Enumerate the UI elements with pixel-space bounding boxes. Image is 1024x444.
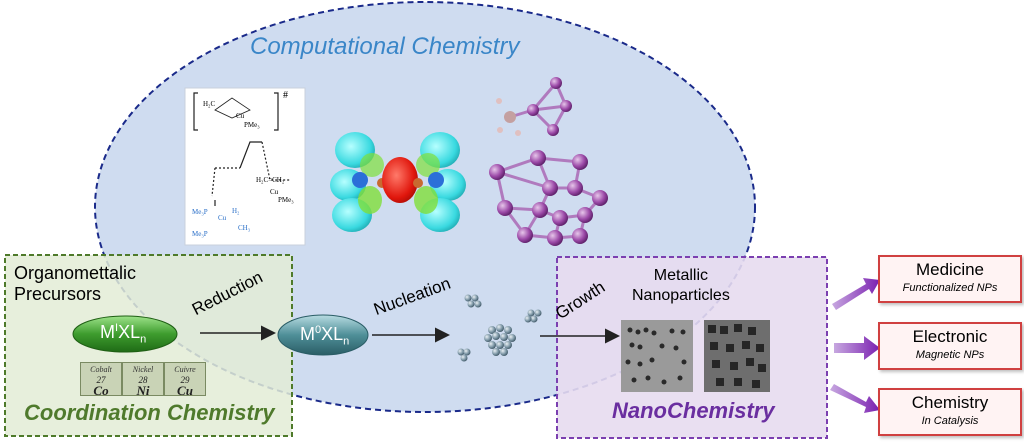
app-subtitle-electronic: Magnetic NPs (915, 349, 985, 361)
element-name: Cuivre (174, 365, 196, 374)
arrow-to-chemistry (830, 384, 880, 413)
element-number: 27 (96, 375, 106, 385)
nanoparticles-line-1: Metallic (653, 267, 709, 284)
app-box-electronic: Electronic Magnetic NPs (878, 322, 1022, 370)
arrow-to-electronic (834, 336, 880, 360)
m0xl-m: M (300, 324, 315, 344)
arrow-to-medicine (832, 278, 880, 310)
element-name: Nickel (132, 365, 154, 374)
tem-image-2-pattern (708, 324, 766, 388)
precursors-line-2: Precursors (14, 284, 102, 304)
element-symbol: Ni (136, 383, 150, 398)
app-box-medicine: Medicine Functionalized NPs (878, 255, 1022, 303)
tem-image-1-pattern (625, 327, 687, 385)
element-cell-cuivre: Cuivre 29 Cu (164, 362, 206, 398)
mech-mid-label: H₂C=CH₂ (256, 176, 285, 184)
mech-pme3-mid: PMe₃ (278, 196, 294, 204)
mixl-formula: MIXLn (100, 322, 146, 346)
mixl-xl: XL (118, 322, 141, 342)
precursors-label: Organomettalic Precursors (14, 263, 136, 305)
mech-h2c: H₂C (203, 100, 216, 108)
m0xl-sub: n (343, 335, 350, 348)
element-cell-nickel: Nickel 28 Ni (122, 362, 164, 398)
m0xl-sup: 0 (315, 324, 322, 336)
app-title-electronic: Electronic (912, 327, 988, 346)
mixl-sup: I (115, 322, 119, 334)
element-name: Cobalt (90, 365, 112, 374)
element-number: 29 (180, 375, 190, 385)
nanoparticle-clusters (457, 294, 542, 362)
precursors-line-1: Organomettalic (14, 263, 137, 283)
mech-pme3-upper: PMe₃ (244, 121, 260, 129)
mech-mid-cu: Cu (270, 188, 279, 196)
nanoparticles-line-2: Nanoparticles (632, 287, 730, 304)
app-title-chemistry: Chemistry (911, 393, 989, 412)
app-title-medicine: Medicine (915, 260, 985, 279)
energy-profile (193, 92, 290, 206)
small-cluster-molecule (496, 77, 572, 136)
mechanism-panel (184, 87, 306, 246)
m0xl-xl: XL (321, 324, 344, 344)
element-cell-cobalt: Cobalt 27 Co (80, 362, 122, 398)
metal-cluster (489, 150, 608, 246)
mech-bottom-cu: Cu (218, 214, 227, 222)
mech-bottom-me3p-2: Me₃P (192, 230, 208, 238)
element-number: 28 (138, 375, 148, 385)
mech-bottom-me3p-1: Me₃P (192, 208, 208, 216)
element-symbol: Cu (177, 383, 193, 398)
m0xl-formula: M0XLn (300, 324, 349, 348)
app-box-chemistry: Chemistry In Catalysis (878, 388, 1022, 436)
mech-bottom-h2: H₂ (232, 207, 240, 215)
computational-chemistry-title: Computational Chemistry (250, 33, 520, 60)
element-symbol: Co (93, 383, 109, 398)
mixl-sub: n (140, 333, 147, 346)
nanoparticles-label: Metallic Nanoparticles (632, 266, 730, 306)
orbital-visualization (330, 132, 466, 232)
transition-state-mark: # (283, 90, 288, 101)
mixl-ellipse (72, 315, 178, 353)
nanochemistry-title: NanoChemistry (612, 398, 775, 423)
mixl-m: M (100, 322, 115, 342)
m0xl-ellipse (277, 314, 369, 356)
app-subtitle-medicine: Functionalized NPs (902, 282, 998, 294)
mech-cu-upper: Cu (236, 112, 245, 120)
mech-bottom-ch3: CH₃ (238, 224, 251, 232)
coordination-chemistry-title: Coordination Chemistry (24, 400, 275, 425)
app-subtitle-chemistry: In Catalysis (921, 415, 979, 427)
